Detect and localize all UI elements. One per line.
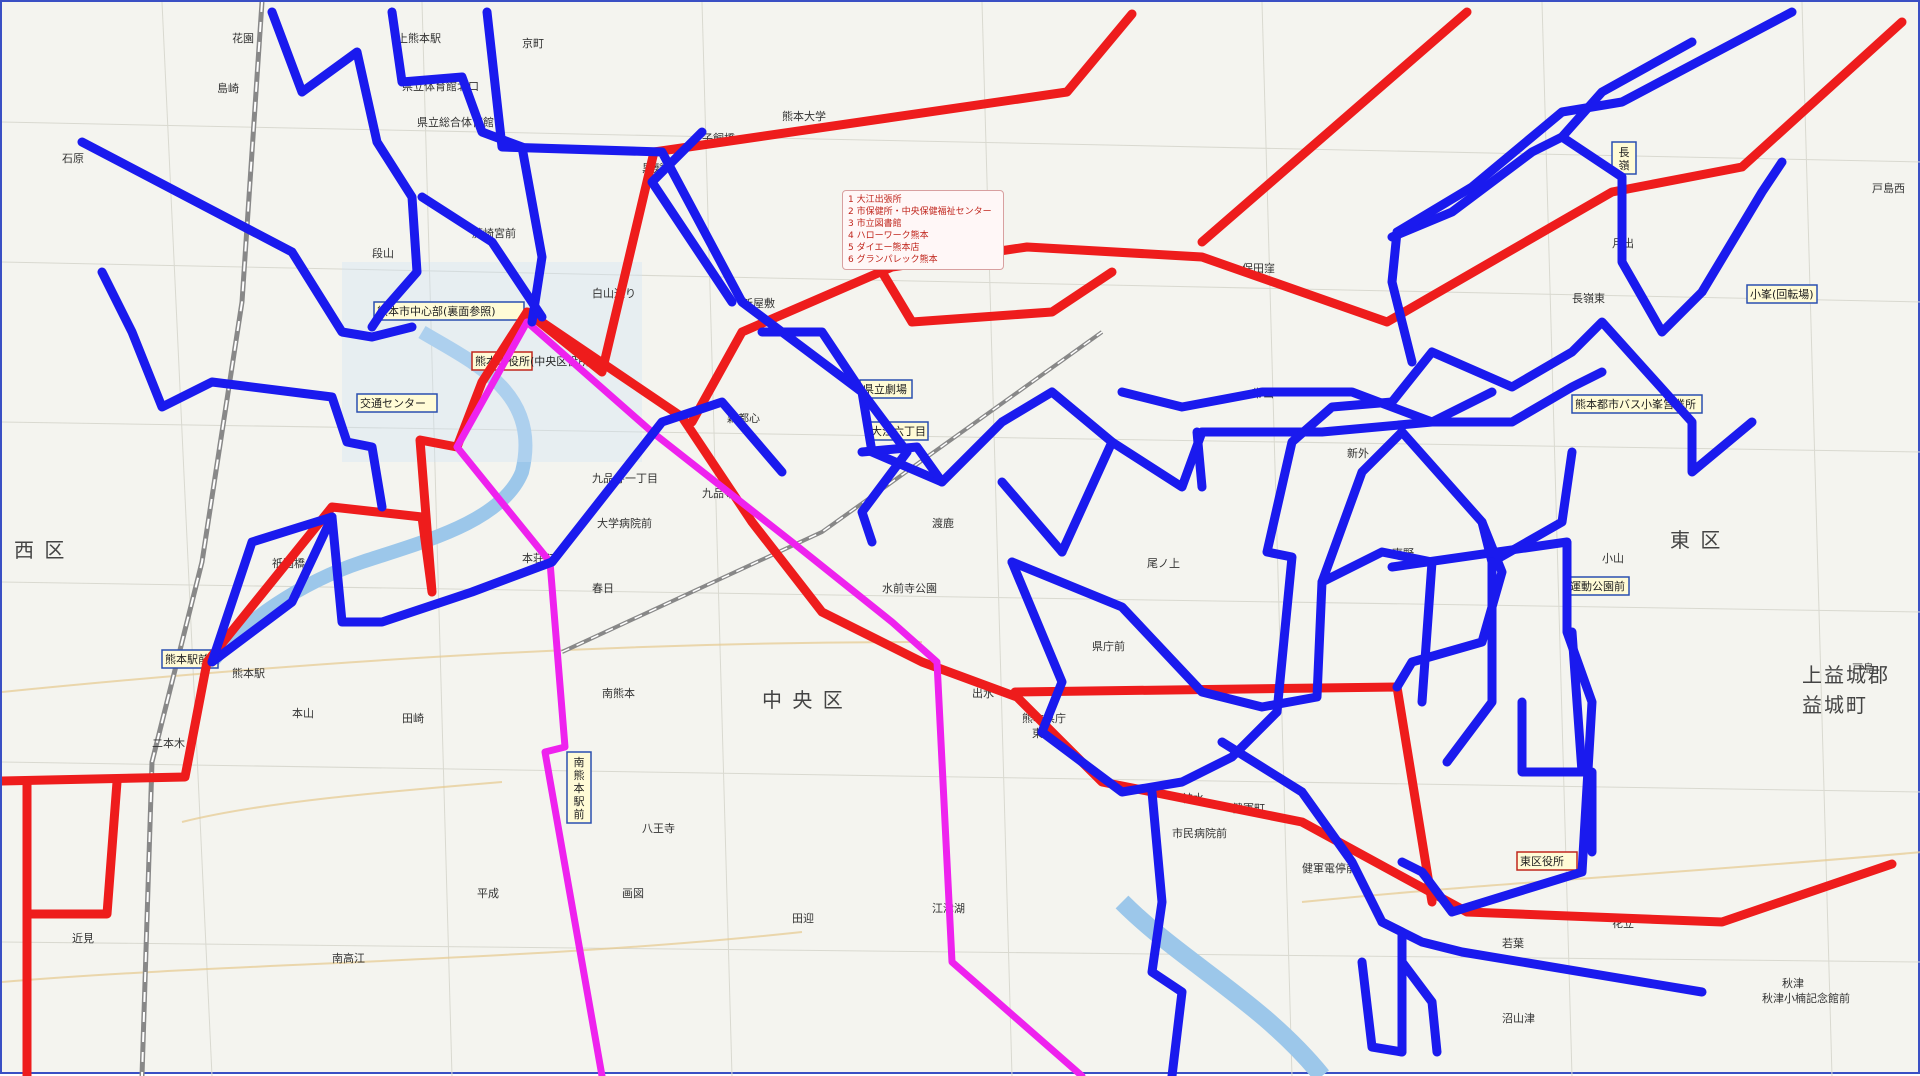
blue-route[interactable] — [77, 7, 1797, 1076]
legend-list: 1 大江出張所 2 市保健所・中央保健福祉センター 3 市立図書館 4 ハローワーク熊… — [848, 194, 998, 266]
ward-label: 西 区 — [14, 538, 66, 562]
place-label: 白山通り — [592, 286, 636, 300]
legend-item: 1 大江出張所 — [848, 195, 902, 205]
place-label: 田迎 — [792, 912, 814, 925]
landmark-box-label: 小峯(回転場) — [1750, 288, 1814, 301]
place-label: 本山 — [292, 706, 314, 720]
place-label: 田崎 — [402, 711, 424, 725]
place-label: 小山 — [1602, 552, 1624, 565]
place-label: 平成 — [477, 887, 499, 900]
place-label: 春日 — [592, 582, 614, 595]
place-label: 大学病院前 — [597, 516, 652, 530]
facility-legend: 1 大江出張所 2 市保健所・中央保健福祉センター 3 市立図書館 4 ハローワーク熊… — [842, 190, 1004, 270]
landmark-box[interactable]: 小峯(回転場) — [1746, 284, 1818, 304]
landmark-box[interactable]: 交通センター — [356, 393, 438, 413]
landmark-box[interactable]: 長嶺 — [1611, 141, 1637, 175]
legend-item: 2 市保健所・中央保健福祉センター — [848, 207, 992, 217]
ward-label: 中 央 区 — [762, 688, 845, 712]
place-label: 二本木 — [152, 736, 185, 750]
place-label: 八王寺 — [642, 822, 675, 835]
place-label: 京町 — [522, 36, 544, 50]
landmark-box[interactable]: 熊本市中心部(裏面参照) — [373, 301, 525, 321]
place-label: 近見 — [72, 932, 94, 945]
landmark-box[interactable]: 南熊本駅前 — [566, 751, 592, 824]
place-label: 尾ノ上 — [1147, 557, 1180, 570]
place-label: 市民病院前 — [1172, 826, 1227, 840]
place-label: 南高江 — [332, 951, 365, 965]
town-label: 益城町 — [1802, 693, 1868, 717]
place-label: 花園 — [232, 32, 254, 45]
place-label: 上熊本駅 — [397, 31, 441, 45]
place-label: 長嶺東 — [1572, 292, 1605, 305]
place-label: 渡鹿 — [932, 516, 954, 530]
place-label: 南熊本 — [602, 686, 635, 700]
landmark-box[interactable]: 東区役所 — [1516, 851, 1578, 871]
place-label: 九品寺一丁目 — [592, 472, 658, 485]
place-label: 新外 — [1347, 446, 1369, 460]
place-label: 熊本大学 — [782, 109, 826, 123]
place-label: 画図 — [622, 887, 644, 900]
landmark-box-label: 運動公園前 — [1570, 579, 1625, 593]
minor-roads — [2, 641, 1920, 983]
place-label: 水前寺公園 — [882, 581, 937, 595]
place-label: 県庁前 — [1092, 639, 1125, 653]
place-label: 戸島西 — [1872, 181, 1905, 195]
landmark-box-label: 交通センター — [360, 396, 426, 410]
place-label: 熊本駅 — [232, 666, 265, 680]
legend-item: 4 ハローワーク熊本 — [848, 231, 929, 241]
place-label: 段山 — [372, 246, 394, 260]
place-label: 秋津 — [1782, 976, 1804, 990]
railway-line — [139, 2, 1104, 1076]
place-label: 健軍電停前 — [1302, 861, 1357, 875]
legend-item: 6 グランパレック熊本 — [848, 255, 938, 265]
place-label: 戸島 — [1852, 661, 1874, 675]
landmark-box[interactable]: 運動公園前 — [1566, 576, 1630, 596]
place-label: 秋津小楠記念館前 — [1762, 991, 1850, 1005]
place-label: 沼山津 — [1502, 1011, 1535, 1025]
town-label: 上益城郡 — [1802, 663, 1890, 687]
legend-item: 5 ダイエー熊本店 — [848, 243, 920, 253]
landmark-box-label: 長嶺 — [1619, 146, 1630, 172]
landmark-box-label: 東区役所 — [1520, 854, 1564, 868]
landmark-box-label: 熊本市中心部(裏面参照) — [377, 304, 496, 318]
place-label: 若葉 — [1502, 936, 1524, 950]
place-label: 石原 — [62, 152, 84, 165]
landmark-box-label: 熊本駅前 — [165, 652, 209, 666]
legend-item: 3 市立図書館 — [848, 219, 902, 229]
landmark-box-label: 県立劇場 — [863, 382, 907, 396]
landmark-box-label: 熊本都市バス小峯営業所 — [1575, 397, 1696, 411]
landmark-box-label: 南熊本駅前 — [574, 756, 585, 821]
ward-label: 東 区 — [1670, 528, 1722, 552]
place-label: 島崎 — [217, 81, 239, 95]
